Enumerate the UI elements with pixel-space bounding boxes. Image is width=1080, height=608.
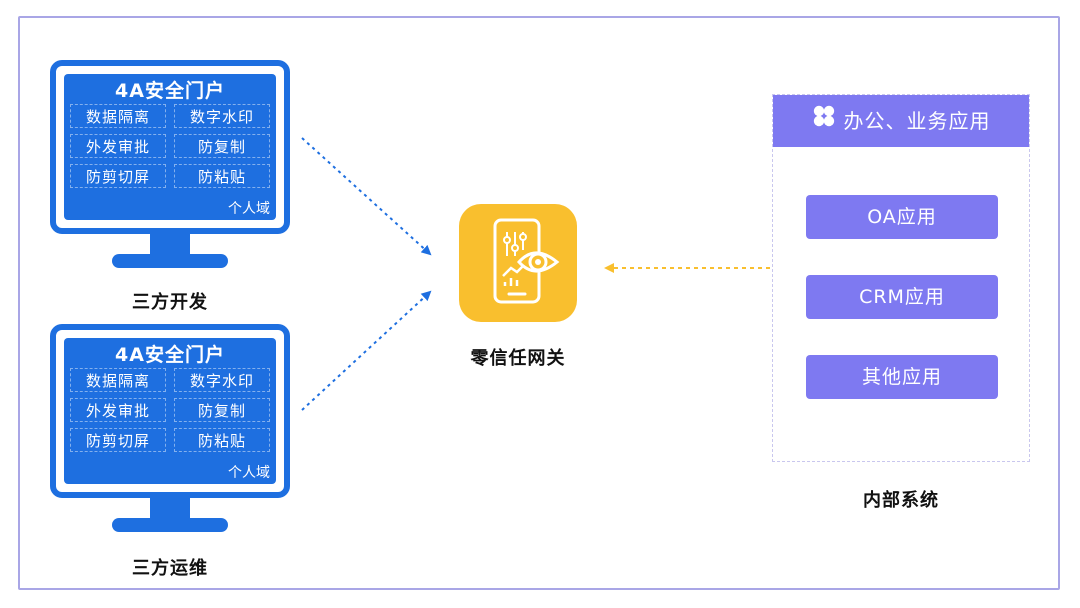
internal-systems-caption: 内部系统	[863, 490, 939, 511]
monitor-stand-neck	[150, 232, 190, 258]
caption-third-party-dev: 三方开发	[132, 292, 208, 313]
feature-cell: 数字水印	[174, 368, 270, 392]
feature-cell: 数字水印	[174, 104, 270, 128]
gateway-label: 零信任网关	[470, 348, 566, 369]
feature-cell: 防剪切屏	[70, 164, 166, 188]
security-portal-panel: 4A安全门户 数据隔离 数字水印 外发审批 防复制 防剪切屏 防粘贴 个人域	[64, 74, 276, 220]
feature-cell: 外发审批	[70, 134, 166, 158]
portal-title: 4A安全门户	[115, 80, 225, 102]
feature-cell: 数据隔离	[70, 368, 166, 392]
monitor-screen: 4A安全门户 数据隔离 数字水印 外发审批 防复制 防剪切屏 防粘贴 个人域	[50, 324, 290, 498]
feature-grid: 数据隔离 数字水印 外发审批 防复制 防剪切屏 防粘贴	[70, 104, 270, 188]
feature-cell: 防粘贴	[174, 428, 270, 452]
app-other: 其他应用	[806, 355, 998, 399]
internal-header: 办公、业务应用	[773, 95, 1029, 147]
clover-icon	[812, 95, 836, 147]
feature-cell: 防复制	[174, 398, 270, 422]
feature-cell: 外发审批	[70, 398, 166, 422]
feature-cell: 防复制	[174, 134, 270, 158]
diagram-frame	[18, 16, 1060, 590]
feature-cell: 防粘贴	[174, 164, 270, 188]
monitor-stand-base	[112, 254, 228, 268]
monitor-screen: 4A安全门户 数据隔离 数字水印 外发审批 防复制 防剪切屏 防粘贴 个人域	[50, 60, 290, 234]
feature-cell: 防剪切屏	[70, 428, 166, 452]
portal-title: 4A安全门户	[115, 344, 225, 366]
monitor-stand-base	[112, 518, 228, 532]
personal-domain-label: 个人域	[228, 201, 270, 217]
app-crm: CRM应用	[806, 275, 998, 319]
feature-grid: 数据隔离 数字水印 外发审批 防复制 防剪切屏 防粘贴	[70, 368, 270, 452]
security-portal-panel: 4A安全门户 数据隔离 数字水印 外发审批 防复制 防剪切屏 防粘贴 个人域	[64, 338, 276, 484]
phone-eye-icon	[459, 204, 577, 322]
internal-header-label: 办公、业务应用	[843, 109, 991, 133]
internal-systems-box: 办公、业务应用 OA应用 CRM应用 其他应用	[772, 94, 1030, 462]
monitor-stand-neck	[150, 496, 190, 522]
feature-cell: 数据隔离	[70, 104, 166, 128]
caption-third-party-ops: 三方运维	[132, 558, 208, 579]
app-oa: OA应用	[806, 195, 998, 239]
personal-domain-label: 个人域	[228, 465, 270, 481]
